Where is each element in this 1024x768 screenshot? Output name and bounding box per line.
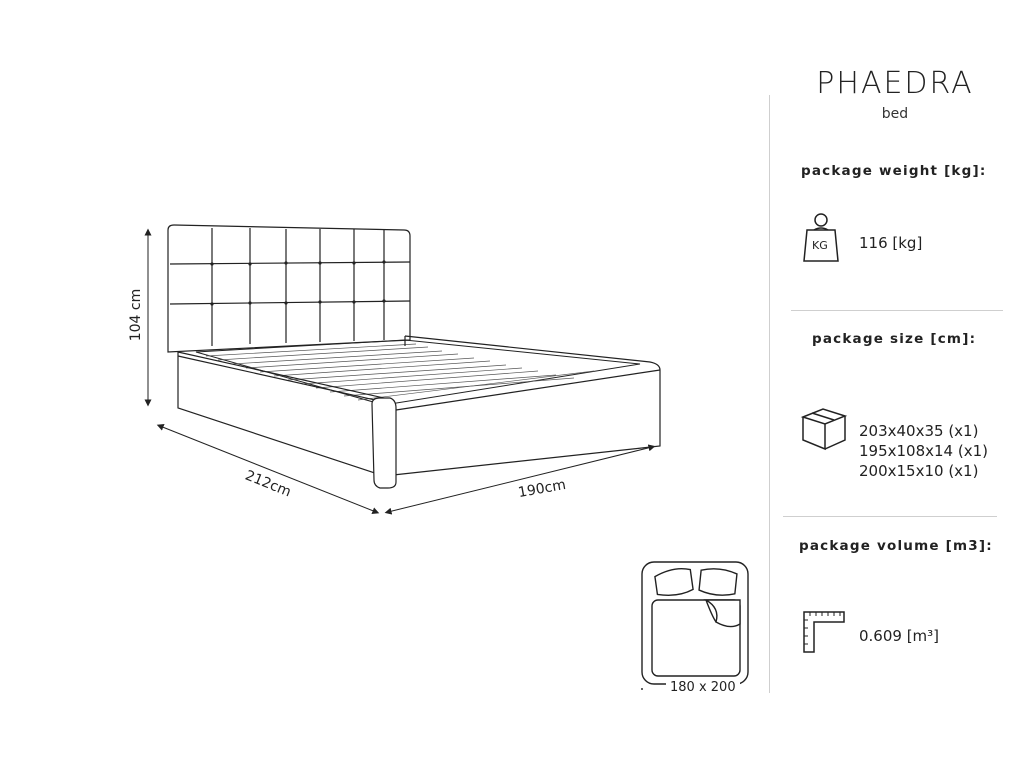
package-size-item: 200x15x10 (x1): [859, 462, 979, 480]
section-divider: [791, 310, 1003, 311]
section-divider: [783, 516, 997, 517]
package-size-title: package size [cm]:: [812, 331, 977, 347]
product-type: bed: [881, 106, 909, 122]
package-box-icon: [800, 408, 848, 451]
package-size-item: 195x108x14 (x1): [859, 442, 988, 460]
weight-icon-label: KG: [812, 239, 828, 252]
package-weight-value: 116 [kg]: [859, 234, 923, 252]
bed-slats: [195, 339, 641, 406]
mattress-size-label: 180 x 200: [666, 680, 740, 695]
width-dimension-line: [384, 444, 656, 515]
package-size-item: 203x40x35 (x1): [859, 422, 979, 440]
package-volume-value: 0.609 [m³]: [859, 627, 940, 645]
length-dimension-line: [156, 424, 380, 514]
product-name: PHAEDRA: [816, 66, 974, 101]
height-label: 104 cm: [128, 288, 144, 342]
weight-kg-icon: [803, 213, 839, 262]
headboard: [167, 224, 411, 353]
package-volume-title: package volume [m3]:: [799, 538, 993, 554]
package-weight-title: package weight [kg]:: [801, 163, 987, 179]
vertical-divider: [769, 95, 770, 693]
mattress-top-view-icon: [641, 561, 749, 690]
ruler-volume-icon: [803, 611, 845, 653]
